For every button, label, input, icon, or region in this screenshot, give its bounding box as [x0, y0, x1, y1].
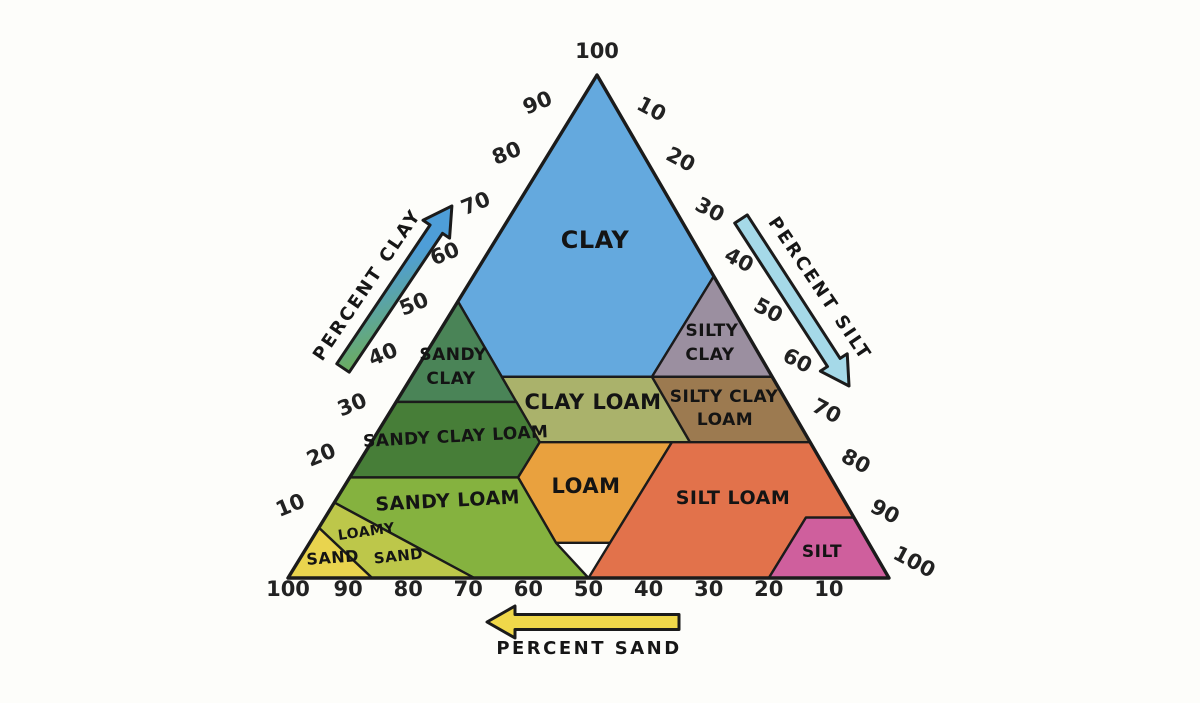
region-label-loam: LOAM [551, 474, 620, 498]
tick-sand-30: 30 [694, 577, 723, 601]
tick-sand-100: 100 [266, 577, 310, 601]
soil-regions [286, 73, 891, 580]
percent-clay-arrow [335, 204, 454, 374]
tick-sand-50: 50 [574, 577, 603, 601]
region-label-sand: SAND [306, 546, 360, 569]
region-loam [516, 441, 674, 544]
tick-silt-100: 100 [889, 541, 939, 583]
tick-sand-10: 10 [814, 577, 843, 601]
axis-arrows [335, 204, 851, 640]
tick-silt-90: 90 [867, 494, 904, 529]
tick-silt-50: 50 [750, 293, 787, 328]
tick-silt-10: 10 [633, 92, 670, 127]
tick-clay-90: 90 [519, 86, 555, 119]
region-label-sandy-clay: SANDY [419, 345, 487, 365]
tick-clay-80: 80 [489, 137, 525, 170]
tick-silt-20: 20 [662, 142, 699, 177]
region-label-silty-clay-loam: SILTY CLAY [670, 387, 779, 407]
tick-sand-90: 90 [333, 577, 362, 601]
region-label-silty-clay-loam: LOAM [697, 410, 753, 430]
region-label-loamy-sand: SAND [373, 544, 424, 567]
tick-silt-70: 70 [808, 393, 845, 428]
tick-clay-20: 20 [303, 438, 339, 471]
region-label-silt: SILT [802, 542, 842, 562]
tick-clay-30: 30 [334, 388, 370, 421]
percent-silt-arrow [733, 213, 851, 388]
tick-silt-30: 30 [691, 192, 728, 227]
region-label-sandy-clay: CLAY [426, 369, 475, 389]
tick-silt-80: 80 [837, 444, 874, 479]
tick-top-100: 100 [575, 39, 619, 63]
region-label-clay: CLAY [561, 226, 630, 254]
tick-sand-40: 40 [634, 577, 663, 601]
tick-clay-10: 10 [272, 489, 308, 522]
tick-sand-70: 70 [454, 577, 483, 601]
tick-silt-60: 60 [779, 343, 816, 378]
tick-sand-80: 80 [394, 577, 423, 601]
tick-sand-20: 20 [754, 577, 783, 601]
region-label-silty-clay: CLAY [685, 345, 734, 365]
triangle-outline [286, 73, 891, 580]
tick-sand-60: 60 [514, 577, 543, 601]
region-label-clay-loam: CLAY LOAM [524, 390, 661, 414]
percent-sand-axis-title: PERCENT SAND [496, 638, 681, 659]
region-label-silty-clay: SILTY [686, 321, 739, 341]
percent-sand-arrow [485, 604, 681, 640]
region-labels: CLAY SILTY CLAY SANDY CLAY CLAY LOAM SILTY CLA… [306, 226, 842, 569]
tick-clay-70: 70 [458, 187, 494, 220]
region-label-silt-loam: SILT LOAM [676, 487, 790, 509]
region-label-loamy-sand: LOAMY [337, 520, 396, 544]
